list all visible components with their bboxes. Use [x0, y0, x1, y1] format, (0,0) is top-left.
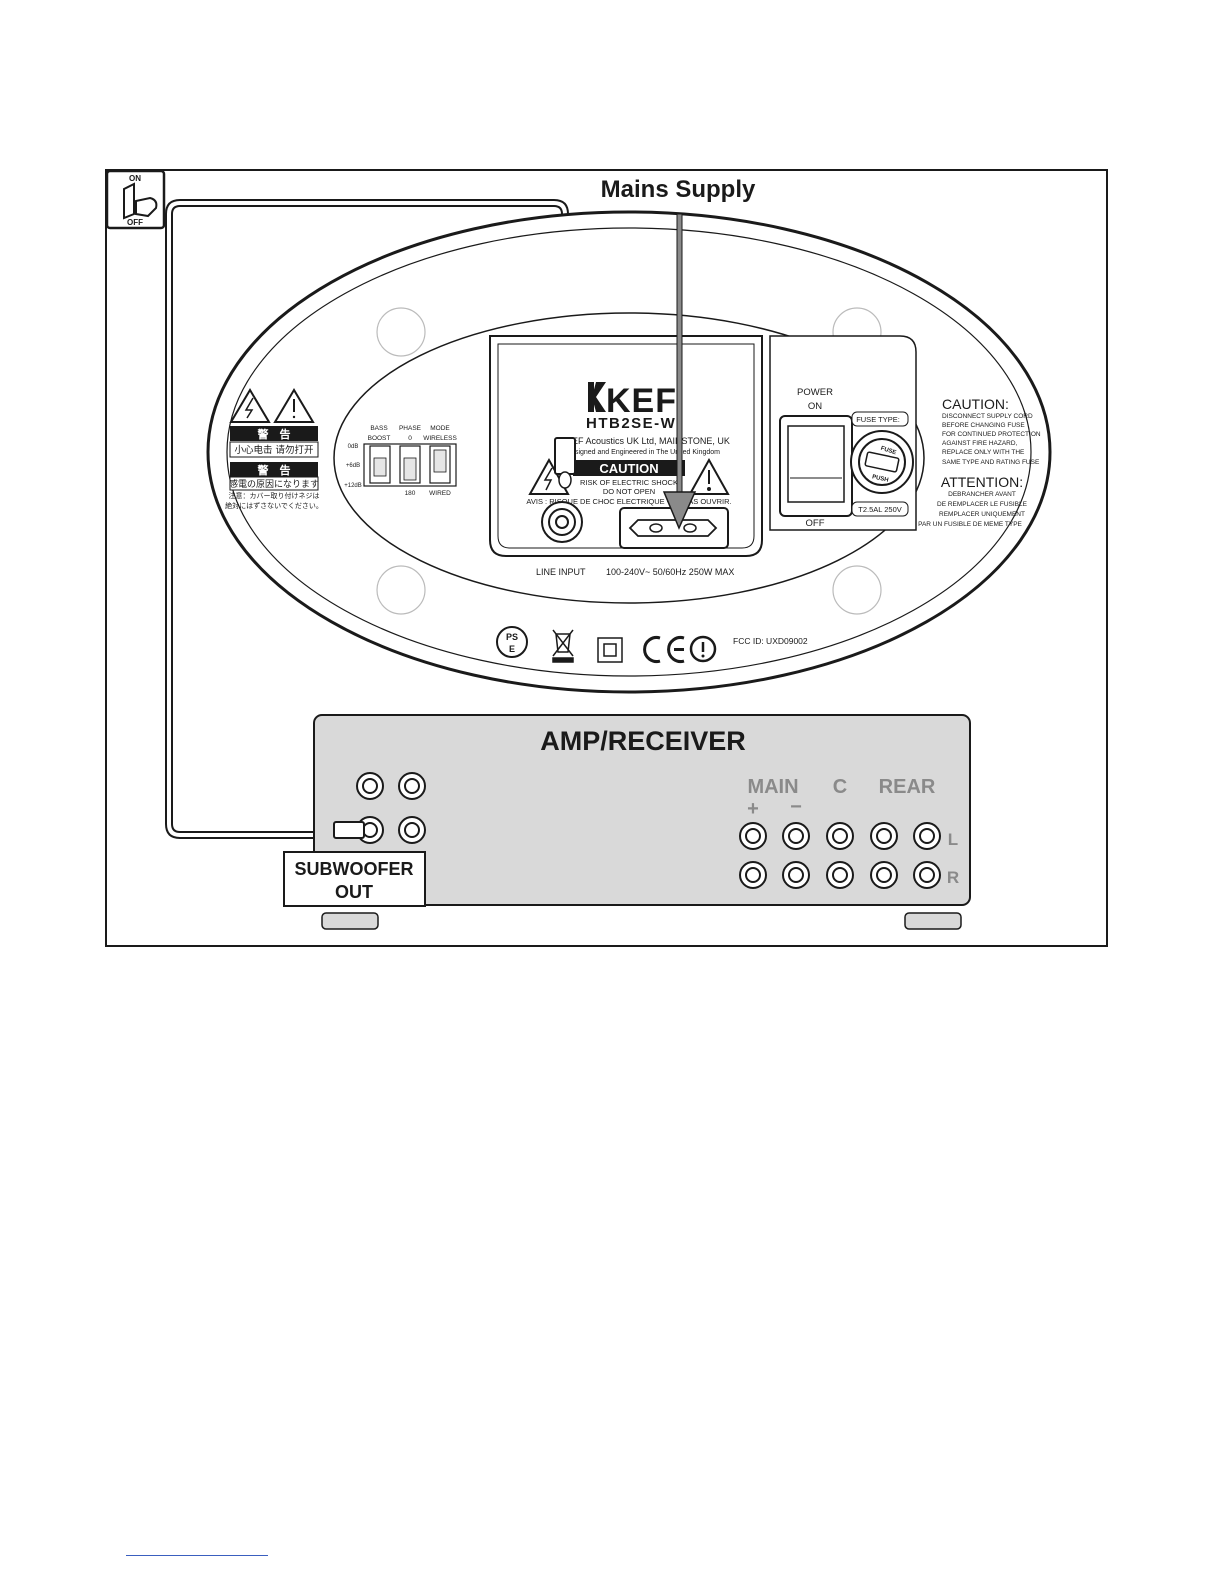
caution-line-5: REPLACE ONLY WITH THE: [942, 449, 1025, 456]
mains-socket: [619, 507, 729, 549]
jp-warning-text-3: 絶対にはずさないでください。: [225, 501, 323, 510]
connector-recess: [489, 335, 763, 557]
fuse-rating-label: T2.5AL 250V: [858, 505, 902, 514]
fuse-holder-icon: FUSE PUSH: [850, 430, 914, 494]
amp-foot-right: [904, 912, 962, 930]
caution-title: CAUTION:: [942, 396, 1009, 412]
boost-level-0: 0dB: [348, 444, 359, 450]
maker-line-2: Designed and Engineered in The United Ki…: [566, 449, 720, 456]
boost-level-2: +12dB: [344, 483, 362, 489]
line-input-label: LINE INPUT: [536, 567, 586, 577]
left-channel-label: L: [948, 830, 958, 849]
cn-warning-text: 小心电击 请勿打开: [234, 444, 314, 456]
switch-on-label: ON: [129, 174, 141, 183]
weee-bin-icon: [552, 629, 574, 663]
center-label: C: [833, 776, 847, 798]
mains-supply-label: Mains Supply: [601, 176, 756, 203]
rocker-power-switch: [779, 415, 853, 517]
subwoofer-panel-inner: [226, 227, 1032, 677]
caution-line-3: FOR CONTINUED PROTECTION: [942, 431, 1041, 438]
plus-label: +: [747, 798, 759, 820]
alert-mark-icon: [689, 635, 717, 663]
mains-plug-head: [554, 437, 576, 475]
attention-line-2: DE REMPLACER LE FUSIBLE: [937, 501, 1028, 508]
asian-warning-label: 警 告 小心电击 请勿打开 警 告 感電の原因になります 注意：カバー取り付けネ…: [225, 388, 323, 510]
jp-warning-text-2: 注意：カバー取り付けネジは: [229, 491, 320, 500]
mains-supply-arrow: [662, 213, 697, 530]
subwoofer-plug: [333, 821, 365, 839]
rating-label: 100-240V~ 50/60Hz 250W MAX: [606, 567, 734, 577]
fcc-id-label: FCC ID: UXD09002: [733, 636, 808, 646]
mains-cable: [165, 199, 569, 839]
speaker-output-jacks: [739, 822, 941, 889]
minus-label: −: [790, 796, 802, 818]
jp-warning-text-1: 感電の原因になります: [229, 478, 319, 490]
pse-mark-icon: PS E: [496, 626, 528, 658]
subwoofer-out-box: [283, 851, 426, 907]
switch-header-mode: MODE: [430, 425, 450, 432]
attention-line-3: REMPLACER UNIQUEMENT: [939, 511, 1025, 518]
switch-off-label: OFF: [127, 218, 143, 227]
exclamation-warning-icon: [688, 457, 730, 495]
amp-receiver-title: AMP/RECEIVER: [540, 726, 746, 756]
shock-warning-icon: [528, 457, 570, 495]
amp-foot-left: [321, 912, 379, 930]
ce-mark-icon: [643, 636, 685, 663]
amp-left-jacks: [356, 772, 426, 844]
power-off-label: OFF: [806, 518, 825, 529]
subwoofer-out-line-2: OUT: [335, 882, 373, 902]
fuse-word: FUSE: [880, 446, 897, 457]
footer-rule: [126, 1555, 268, 1556]
subwoofer-out-line-1: SUBWOOFER: [295, 859, 414, 879]
boost-level-1: +6dB: [346, 463, 360, 469]
power-switch-icon: ON OFF: [105, 169, 166, 230]
line-input-jack: [541, 501, 583, 543]
right-channel-label: R: [947, 868, 959, 887]
switch-header-bass: BASS: [370, 425, 388, 432]
caution-line-1: DISCONNECT SUPPLY CORD: [942, 413, 1033, 420]
switch-sub-wireless: WIRELESS: [423, 435, 457, 442]
maker-line-1: KEF Acoustics UK Ltd, MAIDSTONE, UK: [566, 436, 730, 446]
caution-line-6: SAME TYPE AND RATING FUSE: [942, 459, 1040, 466]
shock-line-1: RISK OF ELECTRIC SHOCK: [580, 478, 678, 487]
caution-badge-text: CAUTION: [599, 461, 658, 476]
kef-logo: KEF HTB2SE-W: [586, 382, 677, 432]
switch-sub-boost: BOOST: [368, 435, 391, 442]
svg-text:PS: PS: [506, 632, 518, 642]
brand-label: KEF: [606, 382, 677, 420]
fuse-type-label: FUSE TYPE:: [856, 415, 900, 424]
switch-sub-phase: 0: [408, 435, 412, 442]
switch-header-phase: PHASE: [399, 425, 422, 432]
diagram-frame: [105, 169, 1108, 947]
power-on-label-1: POWER: [797, 387, 833, 398]
push-word: PUSH: [871, 474, 889, 483]
jp-warning-2: 警 告: [257, 463, 291, 477]
caution-badge: [573, 460, 685, 476]
caution-line-2: BEFORE CHANGING FUSE: [942, 422, 1025, 429]
amp-receiver-panel: [313, 714, 971, 906]
attention-line-1: DEBRANCHER AVANT: [948, 491, 1016, 498]
dip-switch-group: BASS PHASE MODE BOOST 0 WIRELESS 0dB +6d…: [344, 425, 457, 497]
switch-bottom-wired: WIRED: [429, 490, 451, 497]
jp-warning-1: 警 告: [257, 427, 291, 441]
shock-line-2: DO NOT OPEN: [603, 487, 655, 496]
attention-line-4: PAR UN FUSIBLE DE MEME TYPE: [918, 521, 1022, 528]
avis-line: AVIS : RISQUE DE CHOC ELECTRIQUE - NE PA…: [526, 497, 731, 506]
svg-text:E: E: [509, 644, 515, 654]
power-on-label-2: ON: [808, 401, 822, 412]
main-label: MAIN: [747, 776, 798, 798]
rear-label: REAR: [879, 776, 936, 798]
switch-bottom-180: 180: [405, 490, 416, 497]
caution-line-4: AGAINST FIRE HAZARD,: [942, 440, 1018, 447]
attention-title: ATTENTION:: [941, 474, 1023, 490]
double-insulation-icon: [597, 637, 623, 663]
model-label: HTB2SE-W: [586, 415, 676, 432]
